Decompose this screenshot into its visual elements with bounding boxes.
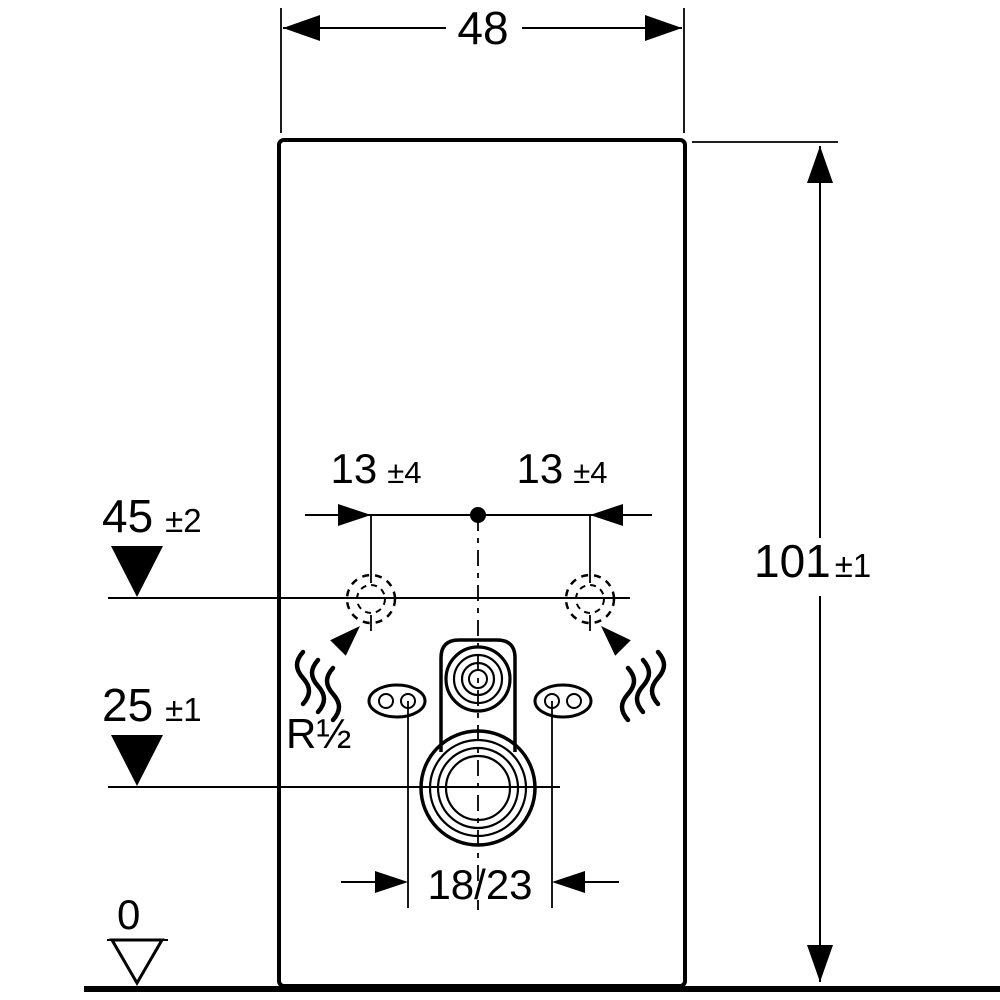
thread-label: R½: [286, 710, 351, 757]
water-offset-arrow-right: [590, 504, 623, 526]
bracket-left-hole-1: [378, 693, 394, 709]
bracket-right-body: [533, 683, 593, 719]
height-dimension: 101±1: [692, 141, 871, 982]
outlet-arrow-left: [375, 871, 408, 893]
water-level-dimension: 45±2: [102, 490, 630, 599]
flush-bend-outline: [439, 638, 517, 752]
width-arrow-right: [645, 15, 682, 41]
width-dimension-label: 48: [457, 2, 508, 54]
water-offset-arrow-left: [338, 504, 371, 526]
datum-marker: 0: [107, 891, 168, 986]
bracket-right-hole-2: [566, 693, 582, 709]
width-dimension: 48: [280, 2, 685, 133]
flow-wave-right-2: [634, 657, 652, 715]
water-flow-arrow-right: [601, 626, 667, 723]
flow-arrowhead-right: [601, 626, 631, 656]
thread-label-group: R½: [286, 710, 351, 757]
module-outline: [277, 138, 687, 988]
flow-wave-left-1: [294, 649, 312, 707]
flow-wave-right-3: [619, 665, 637, 723]
flow-wave-left-3: [324, 665, 342, 723]
outlet-offset-label: 18/23: [427, 861, 532, 908]
water-flow-arrow-left: [294, 626, 360, 723]
flow-wave-left-2: [309, 657, 327, 715]
outlet-level-marker: [111, 735, 163, 786]
water-level-label: 45±2: [102, 490, 202, 542]
outlet-level-label: 25±1: [102, 679, 202, 731]
bracket-left-body: [367, 683, 427, 719]
outlet-arrow-right: [552, 871, 585, 893]
water-connection-right: [564, 573, 616, 631]
water-level-marker: [111, 546, 163, 597]
flow-wave-right-1: [649, 649, 667, 707]
outlet-level-dimension: 25±1: [102, 679, 560, 788]
height-dimension-label: 101±1: [754, 535, 871, 587]
outlet-offset-dimension: 18/23: [341, 701, 619, 908]
water-offset-right-label: 13±4: [517, 445, 608, 492]
water-offset-dimension: 13±4 13±4: [305, 445, 652, 583]
water-connection-left: [345, 573, 397, 631]
flow-arrowhead-left: [330, 626, 360, 656]
fixing-bracket-left: [367, 683, 427, 719]
water-offset-left-label: 13±4: [331, 445, 422, 492]
fixing-bracket-right: [533, 683, 593, 719]
datum-triangle: [109, 938, 165, 986]
width-arrow-left: [283, 15, 320, 41]
datum-label: 0: [117, 891, 140, 938]
height-arrow-top: [807, 146, 833, 183]
height-arrow-bottom: [807, 945, 833, 982]
